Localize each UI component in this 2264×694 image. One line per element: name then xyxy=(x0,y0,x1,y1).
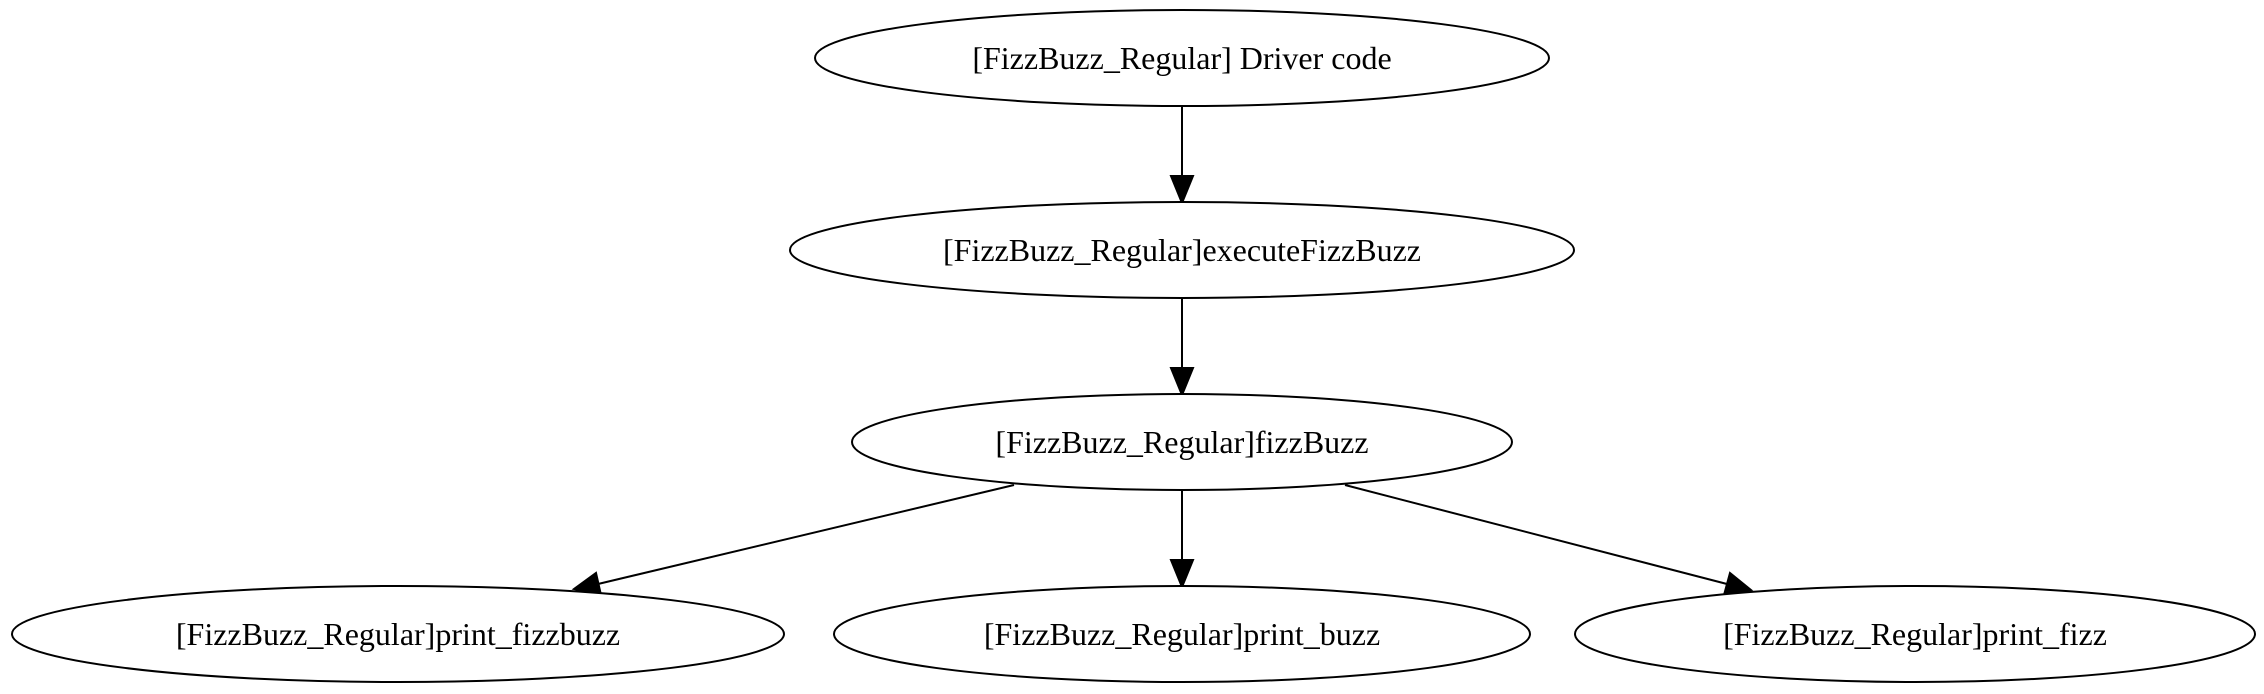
node-driver-code-label: [FizzBuzz_Regular] Driver code xyxy=(972,40,1391,76)
edge-fizzbuzz-to-print-buzz xyxy=(1169,490,1195,590)
node-print-fizz: [FizzBuzz_Regular]print_fizz xyxy=(1574,585,2256,683)
node-print-fizzbuzz-label: [FizzBuzz_Regular]print_fizzbuzz xyxy=(176,616,620,652)
node-fizzbuzz: [FizzBuzz_Regular]fizzBuzz xyxy=(851,393,1513,491)
node-execute-fizzbuzz: [FizzBuzz_Regular]executeFizzBuzz xyxy=(789,201,1575,299)
edge-fizzbuzz-to-print-fizzbuzz xyxy=(571,484,1015,597)
node-print-fizzbuzz: [FizzBuzz_Regular]print_fizzbuzz xyxy=(11,585,785,683)
node-print-buzz-label: [FizzBuzz_Regular]print_buzz xyxy=(984,616,1380,652)
edge-fizzbuzz-to-print-fizz xyxy=(1344,484,1754,597)
edge-driver-to-execute xyxy=(1169,106,1195,206)
edge-execute-to-fizzbuzz xyxy=(1169,298,1195,398)
node-print-fizz-label: [FizzBuzz_Regular]print_fizz xyxy=(1723,616,2107,652)
node-fizzbuzz-label: [FizzBuzz_Regular]fizzBuzz xyxy=(995,424,1368,460)
node-driver-code: [FizzBuzz_Regular] Driver code xyxy=(814,9,1550,107)
node-execute-fizzbuzz-label: [FizzBuzz_Regular]executeFizzBuzz xyxy=(943,232,1421,268)
node-print-buzz: [FizzBuzz_Regular]print_buzz xyxy=(833,585,1531,683)
